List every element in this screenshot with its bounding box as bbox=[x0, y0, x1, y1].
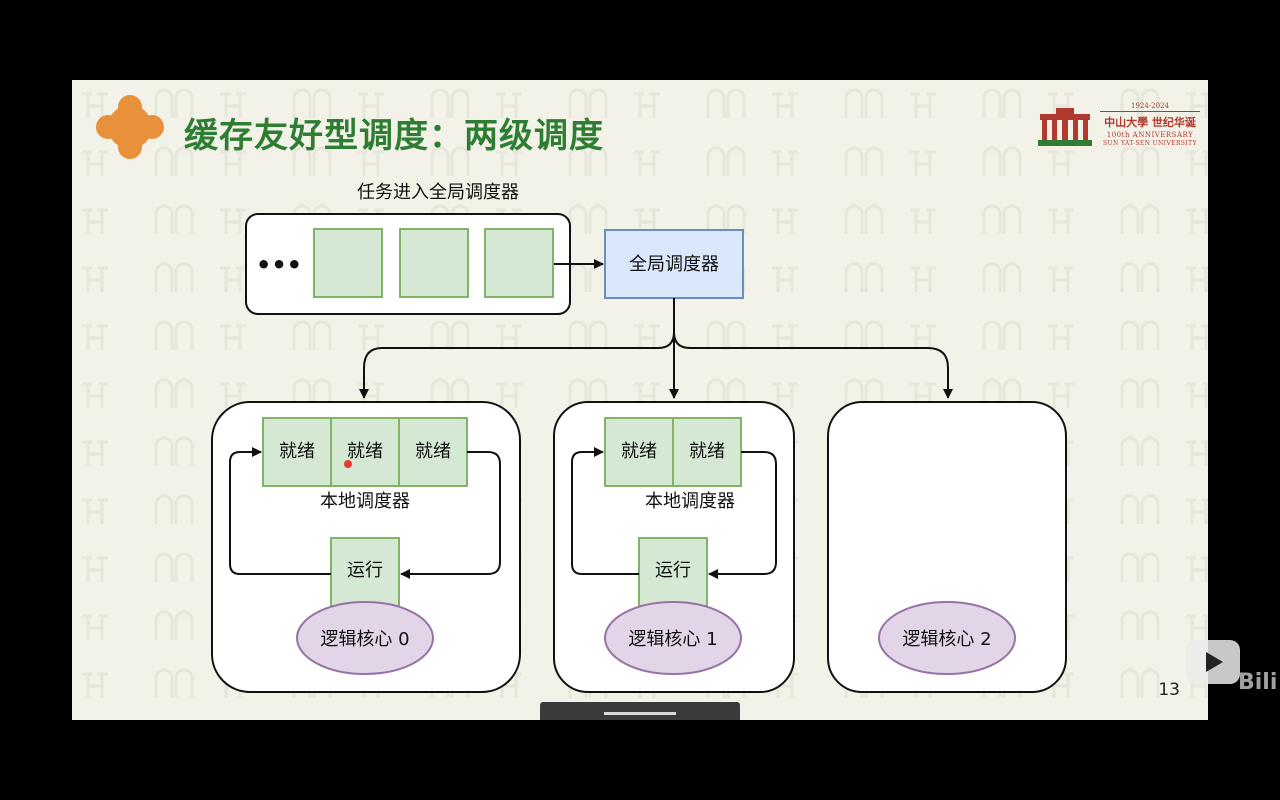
local-scheduler-label: 本地调度器 bbox=[320, 491, 410, 512]
title-logo-icon bbox=[96, 95, 164, 159]
bilibili-watermark: Bili bbox=[1238, 670, 1278, 695]
logo-name: 中山大學 世纪华诞 bbox=[1104, 116, 1196, 129]
task-block bbox=[484, 228, 554, 298]
slide-title: 缓存友好型调度：两级调度 bbox=[184, 116, 604, 156]
slide: 缓存友好型调度：两级调度 1924-2024 中山大學 世纪华诞 100th A… bbox=[72, 80, 1208, 720]
toolbar-handle-icon[interactable] bbox=[604, 712, 676, 715]
two-level-scheduling-diagram: 任务进入全局调度器 ••• 全局调度器 就绪 就绪 就绪 本地调度器 运行 bbox=[211, 182, 1067, 693]
core-1-ellipse bbox=[604, 601, 742, 675]
running-block bbox=[638, 537, 708, 607]
task-block bbox=[399, 228, 469, 298]
ellipsis: ••• bbox=[256, 251, 302, 279]
ready-block bbox=[672, 417, 742, 487]
ready-label: 就绪 bbox=[621, 441, 657, 462]
loop-arrow-to-ready bbox=[571, 447, 639, 575]
ready-label: 就绪 bbox=[689, 441, 725, 462]
task-entry-label: 任务进入全局调度器 bbox=[357, 182, 519, 203]
loop-arrow-to-running bbox=[400, 451, 501, 579]
logo-anniversary: 100th ANNIVERSARY bbox=[1106, 131, 1194, 139]
ready-block bbox=[330, 417, 400, 487]
bilibili-play-icon bbox=[1186, 640, 1240, 684]
core-0-label: 逻辑核心 0 bbox=[320, 629, 409, 650]
cursor-dot bbox=[344, 460, 352, 468]
task-block bbox=[313, 228, 383, 298]
ready-label: 就绪 bbox=[279, 441, 315, 462]
university-emblem-icon bbox=[1038, 108, 1092, 146]
running-block bbox=[330, 537, 400, 607]
arrow-to-core-0 bbox=[359, 331, 675, 399]
ready-label: 就绪 bbox=[415, 441, 451, 462]
loop-arrow-to-running bbox=[708, 451, 777, 579]
ready-label: 就绪 bbox=[347, 441, 383, 462]
ready-block bbox=[398, 417, 468, 487]
university-logo-text: 1924-2024 中山大學 世纪华诞 100th ANNIVERSARY SU… bbox=[1100, 102, 1200, 147]
page-number: 13 bbox=[1158, 680, 1180, 700]
arrow-to-core-2 bbox=[673, 298, 953, 399]
ready-block bbox=[262, 417, 332, 487]
presentation-toolbar[interactable] bbox=[540, 702, 740, 720]
local-scheduler-label: 本地调度器 bbox=[645, 491, 735, 512]
core-2-label: 逻辑核心 2 bbox=[902, 629, 991, 650]
logo-years: 1924-2024 bbox=[1100, 102, 1200, 112]
core-1-label: 逻辑核心 1 bbox=[628, 629, 717, 650]
core-2-ellipse bbox=[878, 601, 1016, 675]
global-scheduler-box bbox=[604, 229, 744, 299]
loop-arrow-to-ready bbox=[229, 447, 331, 575]
running-label: 运行 bbox=[655, 560, 691, 581]
play-triangle-icon bbox=[1206, 652, 1223, 672]
logo-university: SUN YAT-SEN UNIVERSITY bbox=[1103, 140, 1197, 147]
core-0-ellipse bbox=[296, 601, 434, 675]
running-label: 运行 bbox=[347, 560, 383, 581]
global-scheduler-label: 全局调度器 bbox=[629, 254, 719, 275]
